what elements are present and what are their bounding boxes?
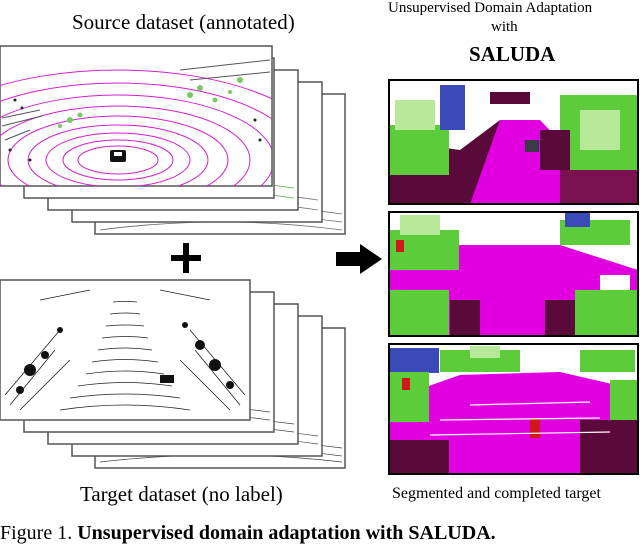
source-frame-front: [0, 45, 273, 187]
arrow-right-icon: [336, 244, 382, 274]
source-dataset-stack: [0, 45, 346, 235]
target-frame-front: [0, 279, 251, 421]
plus-icon: [171, 243, 201, 273]
result-caption: Segmented and completed target: [392, 485, 601, 502]
method-name: SALUDA: [469, 42, 556, 66]
target-dataset-stack: [0, 279, 346, 469]
target-dataset-title: Target dataset (no label): [80, 482, 283, 506]
method-title-line2: with: [491, 19, 518, 35]
method-title-line1: Unsupervised Domain Adaptation: [388, 0, 593, 16]
result-panel-2: [388, 211, 639, 337]
result-panel-1: [388, 79, 639, 205]
result-panel-3: [388, 343, 639, 475]
source-dataset-title: Source dataset (annotated): [72, 10, 295, 34]
